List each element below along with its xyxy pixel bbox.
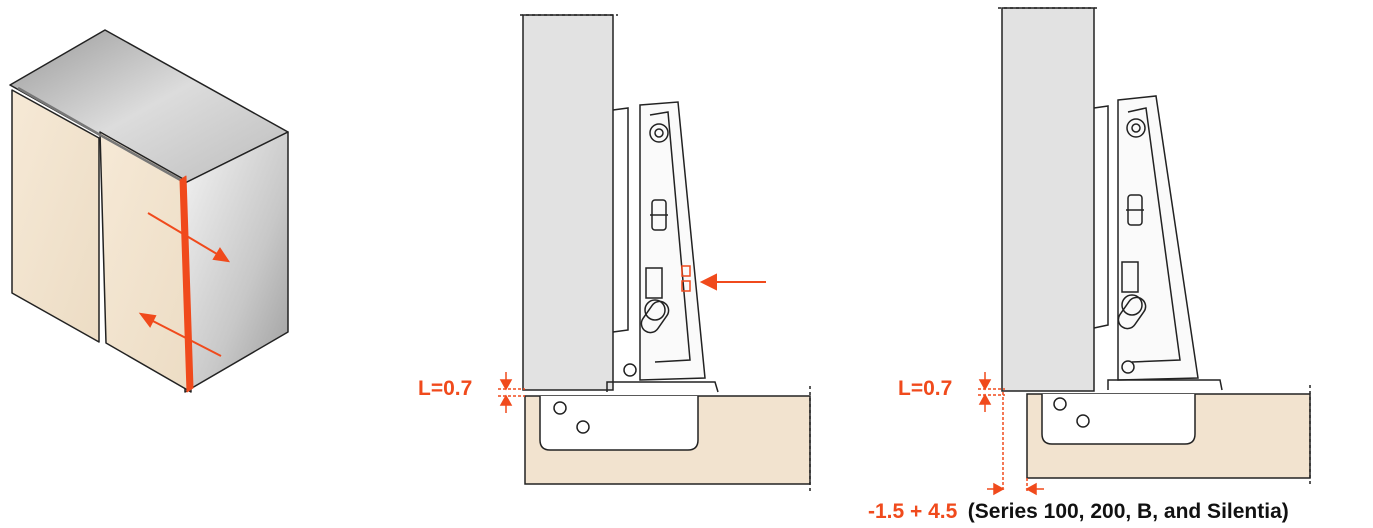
- arrow-icon: [138, 312, 157, 328]
- mounting-plate: [606, 381, 719, 393]
- clearance-label-left: L=0.7: [418, 377, 472, 400]
- door-edge-highlight: [179, 175, 194, 393]
- hinge-arm: [639, 101, 706, 381]
- cabinet-right-door: [99, 131, 192, 393]
- hinge-arm: [1117, 95, 1199, 381]
- adjust-arrow-left: [699, 273, 766, 291]
- cabinet-left-door: [11, 89, 100, 343]
- cabinet-isometric-illustration: [9, 29, 289, 393]
- dimension-right: [978, 372, 1005, 412]
- door-panel: [1001, 7, 1095, 392]
- mounting-plate: [1107, 379, 1223, 391]
- series-note: (Series 100, 200, B, and Silentia): [968, 500, 1289, 523]
- hinge-detail-left: [520, 14, 811, 492]
- adjustment-range-label: -1.5 + 4.5 (Series 100, 200, B, and Sile…: [868, 500, 1289, 523]
- dimension-left: [498, 372, 525, 413]
- adjustment-range-value: -1.5 + 4.5: [868, 500, 958, 523]
- door-panel: [522, 14, 614, 391]
- arrow-icon: [212, 247, 231, 263]
- hinge-detail-right: [998, 7, 1311, 486]
- arrow-icon: [699, 273, 717, 291]
- hinge-cup: [1093, 105, 1109, 329]
- hinge-cup: [612, 107, 629, 333]
- range-dimension: [987, 392, 1044, 496]
- cabinet-adjust-arrows: [138, 212, 231, 357]
- clearance-label-right: L=0.7: [898, 377, 952, 400]
